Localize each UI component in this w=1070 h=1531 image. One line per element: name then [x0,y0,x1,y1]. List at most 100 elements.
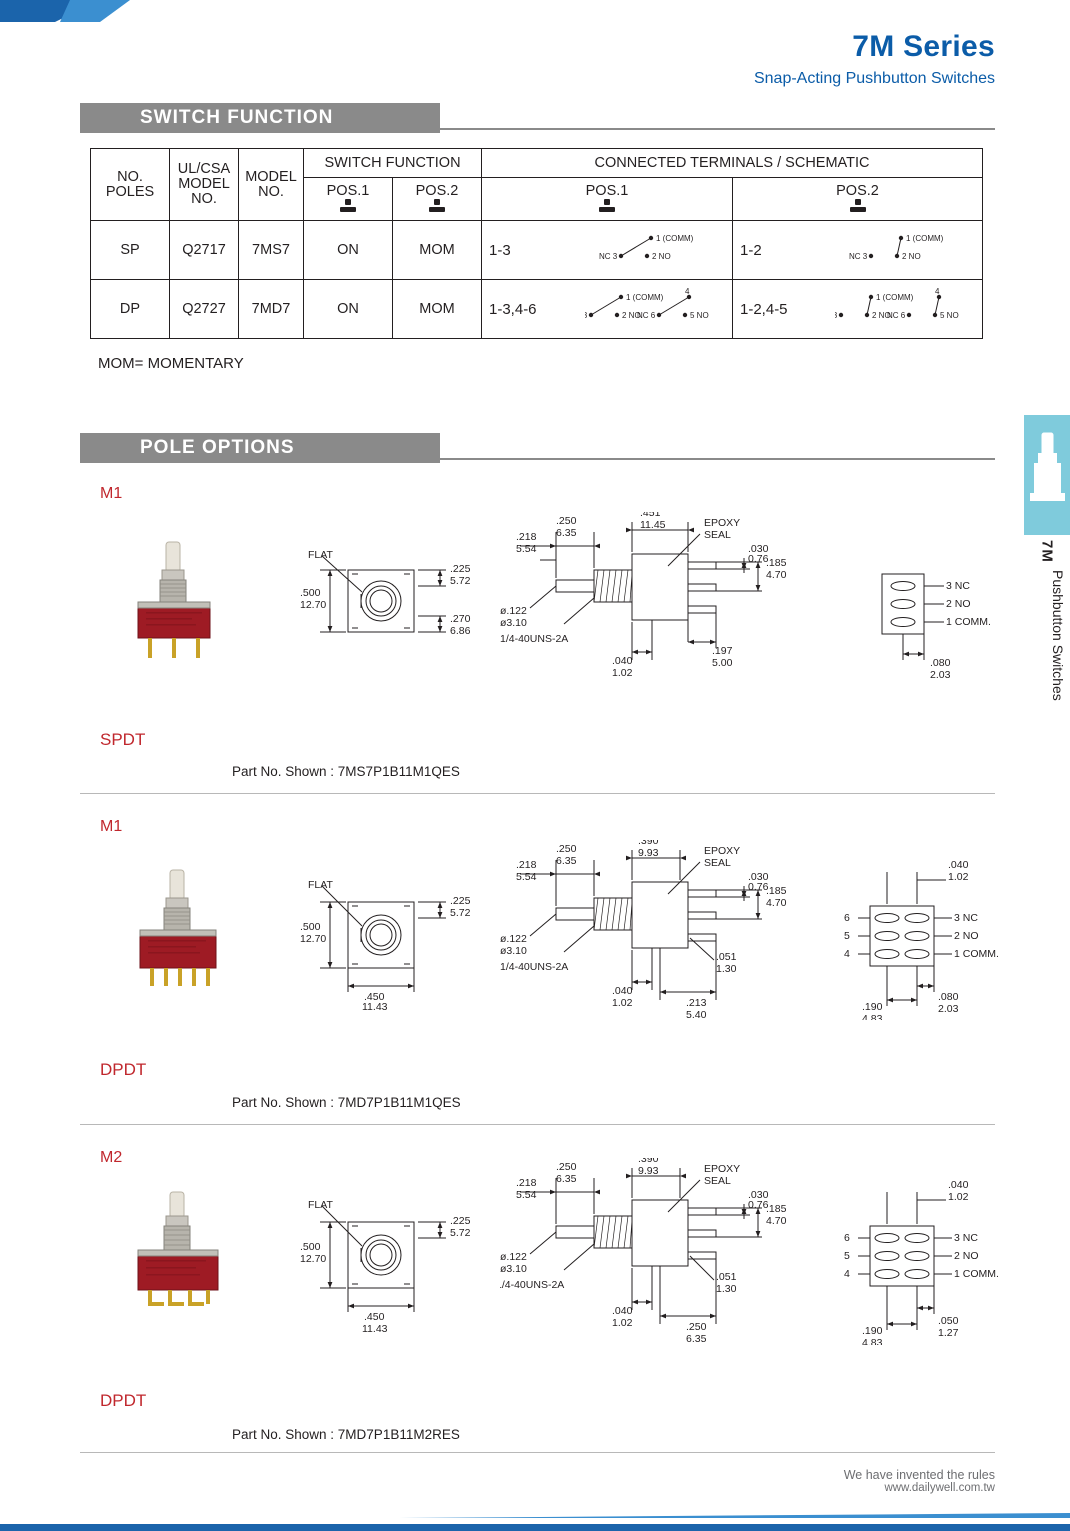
side-tab-label: Pushbutton Switches [1050,570,1066,706]
pole-option-0-front-view: FLAT .225 5.72 .270 6.86 .500 12.70 [300,538,500,683]
svg-text:5: 5 [844,1250,850,1262]
svg-text:FLAT: FLAT [308,879,333,891]
terms2-dp-text: 1-2,4-5 [740,300,788,318]
svg-text:4.83: 4.83 [862,1013,883,1020]
svg-text:5.00: 5.00 [712,657,733,669]
svg-text:NC 3: NC 3 [835,311,838,320]
svg-text:FLAT: FLAT [308,1199,333,1211]
svg-text:5.72: 5.72 [450,1227,471,1239]
svg-text:.270: .270 [450,613,471,625]
svg-text:2 NO: 2 NO [954,1250,979,1262]
svg-text:1.02: 1.02 [612,667,633,679]
svg-text:4: 4 [935,287,940,296]
svg-text:6: 6 [844,1232,850,1244]
svg-text:4.70: 4.70 [766,1215,787,1227]
cell-terms2-sp: 1-2 1 (COMM) NC 3 2 NO [732,220,983,280]
svg-text:5.72: 5.72 [450,575,471,587]
svg-text:11.45: 11.45 [640,519,666,531]
cell-poles-dp: DP [90,279,170,339]
svg-text:1/4-40UNS-2A: 1/4-40UNS-2A [500,1279,564,1291]
svg-text:.390: .390 [638,840,659,847]
th-pos2-terminals: POS.2 [732,177,983,221]
svg-text:12.70: 12.70 [300,599,326,611]
th-pos2: POS.2 [392,177,482,221]
section-rule [440,433,995,463]
svg-text:5.40: 5.40 [686,1009,707,1021]
svg-text:ø3.10: ø3.10 [500,945,527,957]
svg-text:2 NO: 2 NO [652,252,671,261]
svg-text:6.35: 6.35 [556,1173,577,1185]
svg-text:1 COMM.: 1 COMM. [946,616,991,628]
pushbutton-icon [599,198,615,212]
pole-option-0-type: SPDT [100,730,146,749]
table-row: DP Q2727 7MD7 ON MOM 1-3,4-6 1 (COMM) NC… [90,279,983,339]
svg-text:.450: .450 [364,1311,385,1323]
svg-text:.050: .050 [938,1315,959,1327]
bottom-bar-dark [0,1524,1070,1531]
svg-text:.225: .225 [450,563,471,575]
divider [80,1124,995,1125]
svg-text:2 NO: 2 NO [902,252,921,261]
svg-text:.250: .250 [556,515,577,527]
svg-text:NC 6: NC 6 [887,311,906,320]
cell-pos1-dp: ON [303,279,393,339]
th-pos2-term-text: POS.2 [836,182,879,199]
svg-text:.390: .390 [638,1158,659,1165]
front-flat-label-0: FLAT [308,549,333,561]
svg-text:3 NC: 3 NC [954,912,978,924]
svg-text:.051: .051 [716,951,737,963]
pushbutton-icon [849,198,866,212]
svg-text:ø.122: ø.122 [500,1251,527,1263]
svg-text:2 NO: 2 NO [954,930,979,942]
svg-text:4.83: 4.83 [862,1337,883,1345]
cell-ulcsa-dp: Q2727 [169,279,239,339]
svg-text:ø3.10: ø3.10 [500,1263,527,1275]
section-rule [440,103,995,133]
svg-text:0.76: 0.76 [748,1199,769,1211]
divider [80,1452,995,1453]
svg-text:.030: .030 [748,543,769,555]
svg-text:9.93: 9.93 [638,847,659,859]
side-tab-label-text: Pushbutton Switches [1050,570,1066,701]
section-title-switch-function: SWITCH FUNCTION [80,103,440,133]
svg-text:5 NO: 5 NO [940,311,959,320]
svg-text:5.72: 5.72 [450,907,471,919]
page-subtitle: Snap-Acting Pushbutton Switches [753,70,995,87]
svg-text:1.02: 1.02 [612,1317,633,1329]
svg-text:.213: .213 [686,997,707,1009]
footer-tagline: We have invented the rules [843,1468,995,1482]
svg-text:5.54: 5.54 [516,1189,537,1201]
svg-text:.225: .225 [450,895,471,907]
svg-text:11.43: 11.43 [362,1323,388,1335]
svg-text:4: 4 [685,287,690,296]
svg-text:6.35: 6.35 [556,527,577,539]
svg-text:.218: .218 [516,859,537,871]
svg-text:6.86: 6.86 [450,625,471,637]
svg-text:1 COMM.: 1 COMM. [954,1268,999,1280]
svg-text:11.43: 11.43 [362,1001,388,1010]
th-pos1: POS.1 [303,177,393,221]
svg-text:1/4-40UNS-2A: 1/4-40UNS-2A [500,961,568,973]
svg-text:EPOXY: EPOXY [704,1163,740,1175]
schematic-sp-pos1: 1 (COMM) NC 3 2 NO [599,234,694,261]
pole-option-2-type: DPDT [100,1391,147,1410]
table-row: SP Q2717 7MS7 ON MOM 1-3 1 (COMM) NC 3 2… [90,220,983,280]
svg-text:SEAL: SEAL [704,857,731,869]
th-pos1-terminals: POS.1 [481,177,733,221]
svg-text:2.03: 2.03 [938,1003,959,1015]
pole-option-1-type: DPDT [100,1060,147,1079]
svg-text:2 NO: 2 NO [622,311,641,320]
svg-text:.030: .030 [748,1189,769,1201]
cell-terms1-dp: 1-3,4-6 1 (COMM) NC 3 2 NO 4 NC 6 [481,279,733,339]
svg-text:ø3.10: ø3.10 [500,617,527,629]
svg-text:.040: .040 [948,860,969,871]
svg-text:.218: .218 [516,1177,537,1189]
terms2-sp-text: 1-2 [740,241,762,259]
